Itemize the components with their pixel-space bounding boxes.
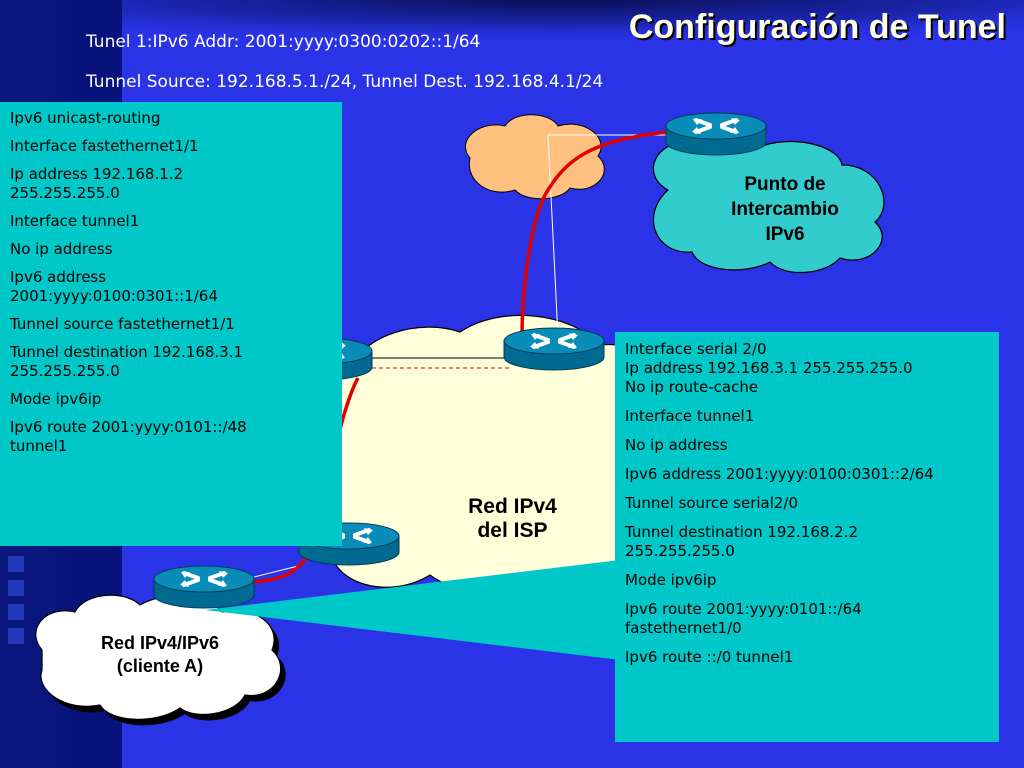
tunnel-endpoints-line: Tunnel Source: 192.168.5.1./24, Tunnel D… [86,72,604,92]
config-line: Ip address 192.168.1.2 255.255.255.0 [10,165,184,202]
config-line: Mode ipv6ip [10,390,102,408]
right-router-config: Interface serial 2/0 Ip address 192.168.… [615,332,999,742]
top-cloud [464,114,605,200]
router-client-icon[interactable] [152,564,256,610]
exchange-point-label: Punto de Intercambio IPv6 [731,174,839,245]
config-line: Ipv6 route 2001:yyyy:0101::/64 fastether… [625,600,862,637]
config-line: Tunnel destination 192.168.3.1 255.255.2… [10,343,244,380]
router-exchange-icon[interactable] [664,111,768,157]
config-line: Ipv6 route ::/0 tunnel1 [625,648,794,666]
config-line: Ipv6 address 2001:yyyy:0100:0301::2/64 [625,465,934,483]
config-line: Interface tunnel1 [10,212,140,230]
callout-wedge [205,560,620,660]
left-router-config: Ipv6 unicast-routing Interface fastether… [0,102,342,546]
config-line: Ipv6 route 2001:yyyy:0101::/48 tunnel1 [10,418,247,455]
config-line: Mode ipv6ip [625,571,717,589]
config-line: Tunnel destination 192.168.2.2 255.255.2… [625,523,859,560]
config-line: Interface serial 2/0 Ip address 192.168.… [625,340,913,396]
config-line: Ipv6 address 2001:yyyy:0100:0301::1/64 [10,268,218,305]
config-line: Ipv6 unicast-routing [10,109,161,127]
config-line: Interface fastethernet1/1 [10,137,199,155]
client-network-label: Red IPv4/IPv6 (cliente A) [100,633,220,676]
slide-title: Configuración de Tunel [628,8,1006,46]
tunnel-line-top [520,130,669,336]
config-line: Tunnel source fastethernet1/1 [10,315,235,333]
decorative-squares [8,556,24,644]
client-cloud [35,594,282,720]
isp-network-label: Red IPv4 del ISP [468,495,557,542]
config-line: No ip address [10,240,113,258]
router-isp-edge-icon[interactable] [502,326,606,372]
tunnel-address-line: Tunel 1:IPv6 Addr: 2001:yyyy:0300:0202::… [86,32,481,52]
config-line: No ip address [625,436,728,454]
config-line: Tunnel source serial2/0 [625,494,799,512]
config-line: Interface tunnel1 [625,407,755,425]
